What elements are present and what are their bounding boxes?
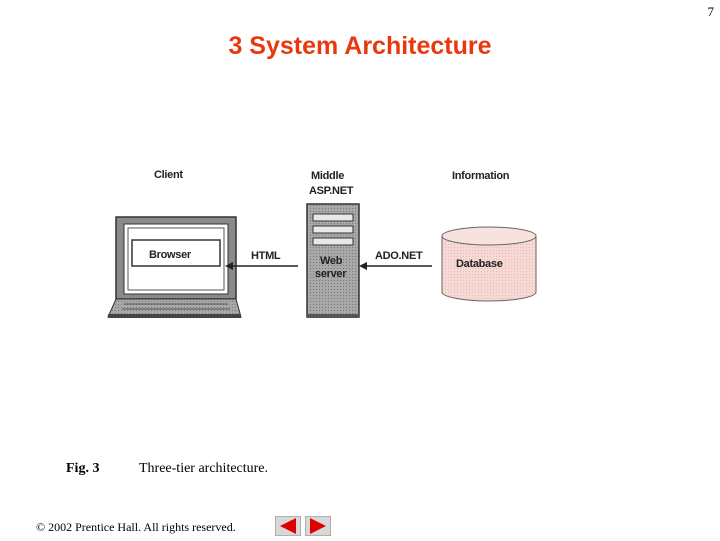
page-number: 7: [707, 4, 715, 19]
right-arrow-icon: [304, 515, 332, 537]
server-icon: [306, 203, 360, 318]
architecture-graphic: [107, 203, 537, 318]
database-label: Database: [456, 258, 503, 270]
left-arrow-icon: [274, 515, 302, 537]
previous-slide-button[interactable]: [274, 515, 302, 537]
html-label: HTML: [251, 250, 281, 262]
copyright-notice: © 2002 Prentice Hall. All rights reserve…: [36, 520, 236, 534]
information-label: Information: [452, 170, 510, 182]
architecture-diagram: Client Browser HTML Middle ASP.NET Web s…: [100, 160, 540, 330]
laptop-icon: [107, 216, 242, 318]
browser-label: Browser: [149, 249, 191, 261]
database-icon: [441, 226, 537, 302]
aspnet-label: ASP.NET: [309, 185, 354, 197]
slide-title: 3 System Architecture: [228, 32, 492, 60]
server-label: server: [315, 268, 347, 280]
next-slide-button[interactable]: [304, 515, 332, 537]
adonet-arrow-icon: [359, 262, 432, 270]
client-label: Client: [154, 169, 183, 181]
figure-caption: Three-tier architecture.: [139, 461, 269, 476]
adonet-label: ADO.NET: [375, 250, 423, 262]
html-arrow-icon: [225, 262, 298, 270]
figure-number: Fig. 3: [66, 461, 100, 476]
web-label: Web: [320, 255, 343, 267]
middle-label: Middle: [311, 170, 345, 182]
